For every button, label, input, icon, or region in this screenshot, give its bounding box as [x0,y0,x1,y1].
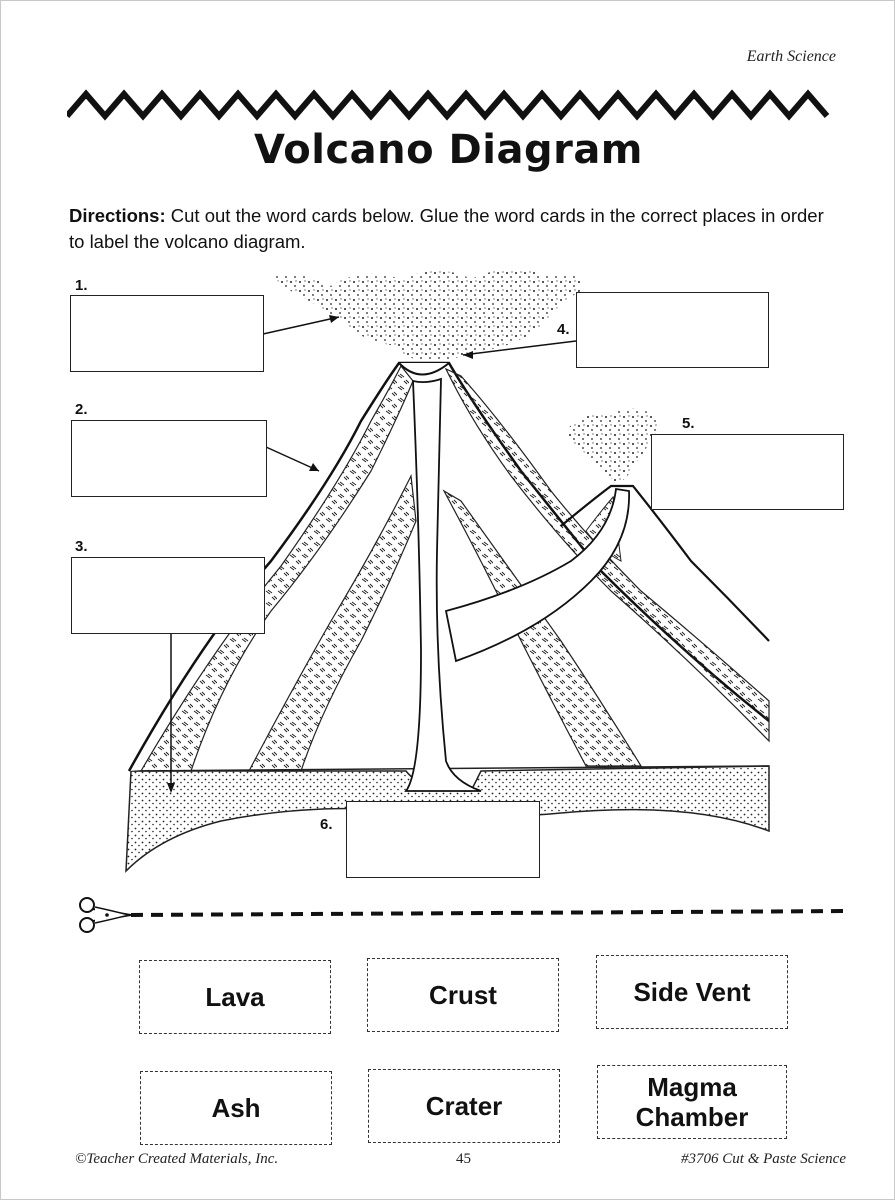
word-card-ash[interactable]: Ash [140,1071,332,1145]
footer-book-title: #3706 Cut & Paste Science [681,1151,846,1168]
label-box-4 [576,292,769,368]
label-number-6: 6. [320,816,333,833]
word-card-magma-chamber[interactable]: Magma Chamber [597,1065,787,1139]
scissors-icon [80,898,131,932]
label-box-3 [71,557,265,634]
word-card-crust[interactable]: Crust [367,958,559,1032]
side-ash-cloud [566,409,659,483]
label-number-1: 1. [75,277,88,294]
ash-cloud [271,269,582,361]
word-card-side-vent[interactable]: Side Vent [596,955,788,1029]
label-box-2 [71,420,267,497]
word-card-lava[interactable]: Lava [139,960,331,1034]
word-card-crater[interactable]: Crater [368,1069,560,1143]
label-number-3: 3. [75,538,88,555]
label-box-5 [651,434,844,510]
label-number-4: 4. [557,321,570,338]
label-number-5: 5. [682,415,695,432]
label-box-6 [346,801,540,878]
cut-line [73,891,853,941]
label-box-1 [70,295,264,372]
footer-page-number: 45 [456,1151,471,1168]
footer-copyright: ©Teacher Created Materials, Inc. [75,1151,278,1168]
label-number-2: 2. [75,401,88,418]
